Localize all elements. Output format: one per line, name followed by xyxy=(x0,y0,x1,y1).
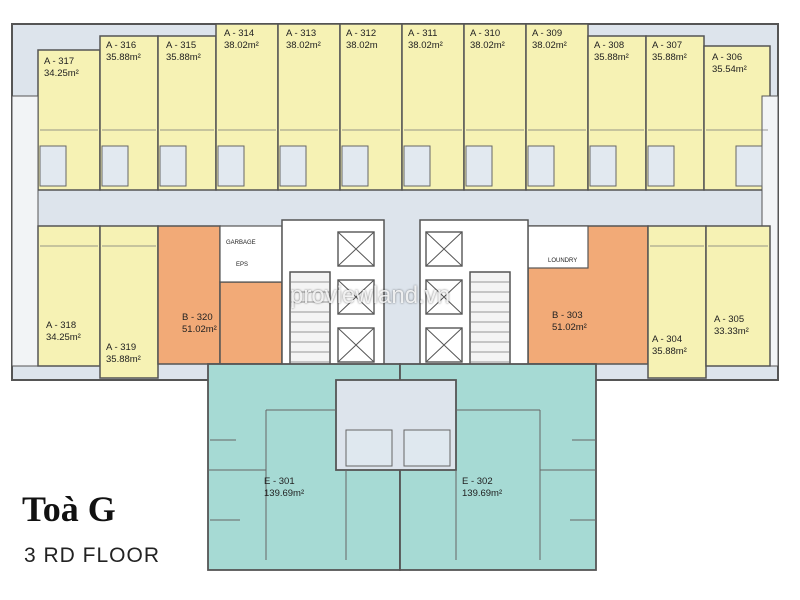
building-title: Toà G xyxy=(22,489,116,529)
lower-left-units xyxy=(37,225,283,379)
unit-id: E - 301 xyxy=(264,476,295,487)
unit-area: 33.33m² xyxy=(714,326,749,337)
unit-id: A - 311 xyxy=(408,28,437,39)
unit-id: A - 304 xyxy=(652,334,682,345)
unit-id: A - 314 xyxy=(224,28,254,39)
unit-area: 139.69m² xyxy=(462,488,502,499)
unit-id: A - 316 xyxy=(106,40,136,51)
stair-left xyxy=(289,271,331,371)
unit-area: 34.25m² xyxy=(44,68,79,79)
unit-area: 35.54m² xyxy=(712,64,747,75)
stair-treads xyxy=(290,281,510,363)
garbage-label: GARBAGE xyxy=(226,240,256,246)
stair-right xyxy=(469,271,511,371)
elevator-crosses xyxy=(337,231,463,363)
unit-id: A - 310 xyxy=(470,28,500,39)
unit-id: A - 318 xyxy=(46,320,76,331)
unit-area: 35.88m² xyxy=(652,52,687,63)
unit-a319-shape xyxy=(99,225,159,379)
unit-id: E - 302 xyxy=(462,476,493,487)
watermark: proviewland.vn xyxy=(290,282,451,309)
unit-area: 38.02m² xyxy=(408,40,443,51)
top-unit-partitions xyxy=(40,129,768,247)
unit-id: A - 305 xyxy=(714,314,744,325)
unit-id: A - 307 xyxy=(652,40,682,51)
unit-area: 38.02m² xyxy=(286,40,321,51)
unit-area: 35.88m² xyxy=(106,354,141,365)
floor-subtitle: 3 RD FLOOR xyxy=(24,544,161,567)
unit-area: 139.69m² xyxy=(264,488,304,499)
unit-id: B - 303 xyxy=(552,310,583,321)
unit-area: 35.88m² xyxy=(652,346,687,357)
unit-a304-shape xyxy=(647,225,707,379)
unit-area: 35.88m² xyxy=(594,52,629,63)
unit-area: 38.02m² xyxy=(532,40,567,51)
unit-area: 35.88m² xyxy=(166,52,201,63)
lower-right-units xyxy=(527,225,771,379)
unit-a311-shape xyxy=(401,23,465,191)
unit-area: 38.02m² xyxy=(470,40,505,51)
unit-b320-shape xyxy=(157,225,221,365)
unit-b320-extension xyxy=(219,281,283,365)
unit-id: A - 312 xyxy=(346,28,376,39)
unit-id: B - 320 xyxy=(182,312,213,323)
garbage-room xyxy=(219,225,283,283)
unit-area: 38.02m² xyxy=(224,40,259,51)
unit-id: A - 317 xyxy=(44,56,74,67)
unit-area: 38.02m xyxy=(346,40,378,51)
unit-area: 51.02m² xyxy=(182,324,217,335)
unit-id: A - 306 xyxy=(712,52,742,63)
left-balcony xyxy=(11,95,39,367)
unit-id: A - 319 xyxy=(106,342,136,353)
top-bathrooms xyxy=(39,145,763,187)
unit-a305-shape xyxy=(705,225,771,367)
unit-area: 35.88m² xyxy=(106,52,141,63)
unit-id: A - 313 xyxy=(286,28,316,39)
unit-area: 51.02m² xyxy=(552,322,587,333)
service-rooms xyxy=(219,225,589,283)
eps-label: EPS xyxy=(236,262,248,268)
lower-wing-partitions xyxy=(208,409,596,560)
laundry-label: LOUNDRY xyxy=(548,258,577,264)
corridor xyxy=(20,190,770,226)
unit-id: A - 315 xyxy=(166,40,196,51)
unit-area: 34.25m² xyxy=(46,332,81,343)
unit-id: A - 309 xyxy=(532,28,562,39)
unit-id: A - 308 xyxy=(594,40,624,51)
lower-wing-bathrooms xyxy=(345,429,451,467)
unit-a318-shape xyxy=(37,225,101,367)
